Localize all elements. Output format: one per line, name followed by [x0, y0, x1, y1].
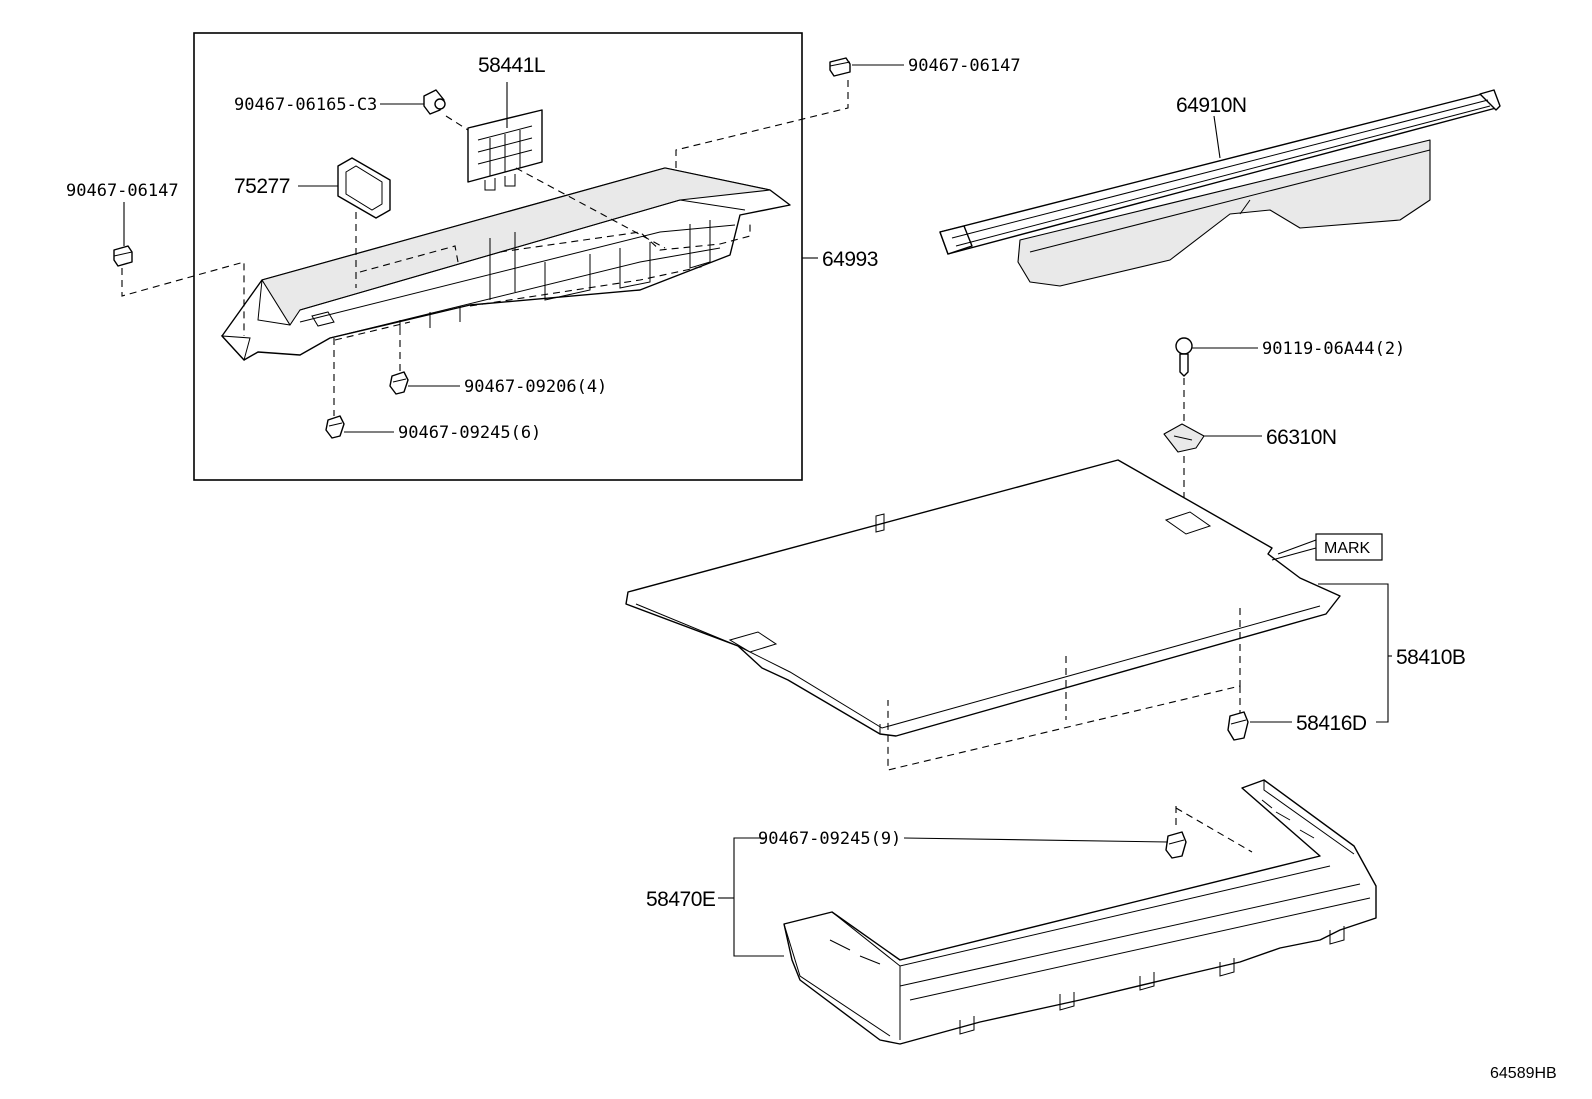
tonneau-cover-64910N — [939, 89, 1501, 287]
tray-58470E — [783, 779, 1377, 1045]
label-58416D: 58416D — [1296, 712, 1367, 735]
label-90467-06147-top: 90467-06147 — [908, 56, 1021, 76]
clip-90467-06147-left-icon — [113, 245, 133, 267]
subassembly-frame — [193, 32, 803, 481]
reference-code: 64589HB — [1490, 1065, 1557, 1082]
clip-90467-06165-C3-icon — [423, 89, 446, 115]
label-mark: MARK — [1324, 540, 1371, 557]
deck-board-58410B — [625, 459, 1341, 737]
mark-callout — [1271, 533, 1383, 561]
bolt-90119-06A44-icon — [1175, 337, 1193, 377]
assembly-line — [445, 115, 469, 131]
label-64910N: 64910N — [1176, 94, 1247, 117]
grommet-75277 — [337, 157, 391, 219]
assembly-line — [887, 608, 1241, 771]
label-90467-09245-6: 90467-09245(6) — [398, 423, 541, 443]
assembly-line — [675, 80, 849, 168]
clip-90467-09206-icon — [389, 371, 409, 395]
label-90467-09206: 90467-09206(4) — [464, 377, 607, 397]
label-90467-06165-C3: 90467-06165-C3 — [234, 95, 377, 115]
clip-90467-06147-top-icon — [829, 57, 851, 77]
clip-90467-09245-6-icon — [325, 415, 345, 439]
clip-90467-09245-9-icon — [1165, 831, 1187, 859]
tonneau-panel-64993 — [220, 167, 791, 362]
label-58441L: 58441L — [478, 54, 545, 77]
clip-58416D-icon — [1227, 711, 1249, 741]
assembly-line — [121, 261, 245, 336]
cover-plate-58441L — [467, 109, 543, 191]
label-58470E: 58470E — [646, 888, 716, 911]
label-58410B: 58410B — [1396, 646, 1465, 669]
leader-line — [1213, 115, 1221, 159]
leader-line — [903, 837, 1169, 843]
label-64993: 64993 — [822, 248, 878, 271]
label-75277: 75277 — [234, 175, 290, 198]
assembly-line — [515, 167, 666, 249]
label-90467-06147-left: 90467-06147 — [66, 181, 179, 201]
leader-bracket — [1318, 583, 1389, 723]
label-90119-06A44: 90119-06A44(2) — [1262, 339, 1405, 359]
leader-bracket — [733, 837, 784, 957]
hook-66310N-icon — [1163, 423, 1205, 453]
label-90467-09245-9: 90467-09245(9) — [758, 829, 901, 849]
assembly-line — [1175, 807, 1253, 853]
label-66310N: 66310N — [1266, 426, 1337, 449]
